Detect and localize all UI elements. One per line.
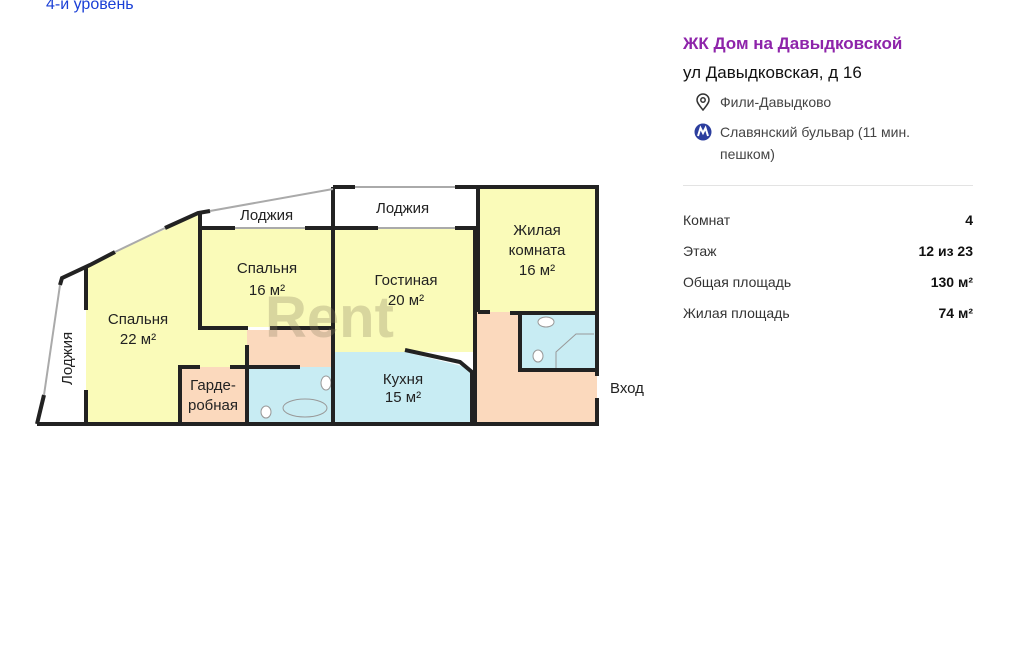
metro-row: Славянский бульвар (11 мин.пешком) <box>683 121 973 165</box>
living-room <box>333 228 475 352</box>
entrance-label: Вход <box>610 380 644 397</box>
district: Фили-Давыдково <box>720 94 832 110</box>
corridor <box>247 330 335 367</box>
loggia-label: Лоджия <box>376 200 429 217</box>
toilet-icon <box>260 405 272 419</box>
kitchen-room <box>335 352 472 424</box>
bathtub-icon <box>282 398 328 418</box>
room-name: Спальня <box>237 260 297 277</box>
bedroom-22-room <box>86 214 247 424</box>
room-name: Кухня <box>383 371 423 388</box>
floor-plan: Rent Лоджия Лоджия Лоджия Спальня 16 м² … <box>35 185 644 426</box>
room-area: 22 м² <box>120 331 156 348</box>
shower-icon <box>555 333 594 368</box>
loggia-label: Лоджия <box>59 332 76 385</box>
room-area: 16 м² <box>249 282 285 299</box>
living-room-2 <box>478 187 597 312</box>
windows <box>43 186 455 396</box>
room-name: Гарде- <box>190 377 236 394</box>
bedroom-16-room <box>200 228 333 327</box>
room-name-2: комната <box>509 242 566 259</box>
shower-room <box>521 314 595 370</box>
metro-station: Славянский бульвар (11 мин.пешком) <box>720 124 911 162</box>
room-name-2: робная <box>188 397 238 414</box>
room-name: Жилая <box>513 222 560 239</box>
wardrobe-room <box>180 367 247 424</box>
toilet-icon <box>532 349 544 363</box>
info-panel: ЖК Дом на Давыдковской ул Давыдковская, … <box>683 34 973 336</box>
complex-name[interactable]: ЖК Дом на Давыдковской <box>683 34 903 53</box>
room-name: Гостиная <box>375 272 438 289</box>
room-area: 16 м² <box>519 262 555 279</box>
walls <box>35 185 599 426</box>
bathroom <box>247 367 333 424</box>
address: ул Давыдковская, д 16 <box>683 63 862 82</box>
metro-icon <box>694 123 712 141</box>
loggia-label: Лоджия <box>240 207 293 224</box>
district-row: Фили-Давыдково <box>683 91 973 113</box>
room-area: 15 м² <box>385 389 421 406</box>
room-name: Спальня <box>108 311 168 328</box>
level-label[interactable]: 4-и уровень <box>46 0 134 13</box>
sink-icon <box>320 375 332 391</box>
divider <box>683 185 973 186</box>
room-area: 20 м² <box>388 292 424 309</box>
sink-icon <box>537 316 555 328</box>
watermark: Rent <box>265 285 394 350</box>
location-pin-icon <box>696 93 710 111</box>
